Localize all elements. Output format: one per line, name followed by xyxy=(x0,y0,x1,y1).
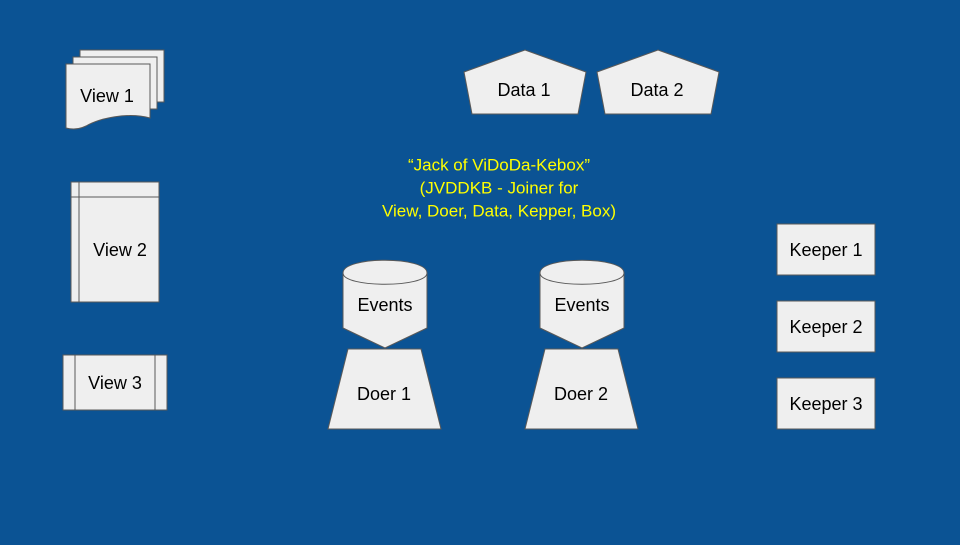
doer-1-shape[interactable]: Doer 1 xyxy=(327,348,442,430)
keeper-2-shape[interactable]: Keeper 2 xyxy=(776,300,876,353)
keeper-1-shape[interactable]: Keeper 1 xyxy=(776,223,876,276)
view-2-label: View 2 xyxy=(93,240,147,260)
keeper-2-box xyxy=(776,300,876,353)
view-2-box xyxy=(70,181,160,303)
events-2-label: Events xyxy=(554,295,609,315)
doer-2-trapezoid xyxy=(524,348,639,430)
view-3-label: View 3 xyxy=(88,373,142,393)
events-2-shape[interactable]: Events xyxy=(539,259,625,349)
view-1-label: View 1 xyxy=(80,86,134,106)
data-2-label: Data 2 xyxy=(630,80,683,100)
data-1-label: Data 1 xyxy=(497,80,550,100)
events-1-label: Events xyxy=(357,295,412,315)
keeper-1-box xyxy=(776,223,876,276)
events-1-body xyxy=(342,259,428,349)
view-3-box xyxy=(62,354,168,411)
title-line-3: View, Doer, Data, Kepper, Box) xyxy=(382,202,616,221)
document-front-sheet xyxy=(65,63,151,130)
events-2-body xyxy=(539,259,625,349)
events-1-top-curve xyxy=(342,272,428,285)
title-line-2: (JVDDKB - Joiner for xyxy=(420,179,579,198)
keeper-2-label: Keeper 2 xyxy=(789,317,862,337)
data-2-shape[interactable]: Data 2 xyxy=(596,49,720,115)
keeper-1-label: Keeper 1 xyxy=(789,240,862,260)
data-2-pentagon xyxy=(596,49,720,115)
doer-2-label: Doer 2 xyxy=(554,384,608,404)
data-1-pentagon xyxy=(463,49,587,115)
diagram-title: “Jack of ViDoDa-Kebox” (JVDDKB - Joiner … xyxy=(382,156,616,221)
view-3-shape[interactable]: View 3 xyxy=(62,354,168,411)
doer-1-trapezoid xyxy=(327,348,442,430)
data-1-shape[interactable]: Data 1 xyxy=(463,49,587,115)
doer-1-label: Doer 1 xyxy=(357,384,411,404)
keeper-3-shape[interactable]: Keeper 3 xyxy=(776,377,876,430)
events-1-shape[interactable]: Events xyxy=(342,259,428,349)
view-2-shape[interactable]: View 2 xyxy=(70,181,160,303)
keeper-3-label: Keeper 3 xyxy=(789,394,862,414)
view-1-shape[interactable]: View 1 xyxy=(65,49,165,130)
title-line-1: “Jack of ViDoDa-Kebox” xyxy=(408,156,590,175)
keeper-3-box xyxy=(776,377,876,430)
events-2-top-curve xyxy=(539,272,625,285)
doer-2-shape[interactable]: Doer 2 xyxy=(524,348,639,430)
